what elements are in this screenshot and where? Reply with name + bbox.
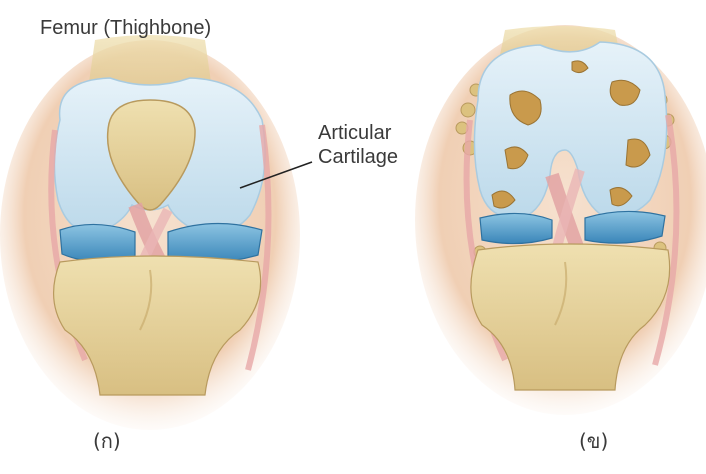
arthritic-knee-illustration [415,25,706,415]
femur-label: Femur (Thighbone) [40,17,211,40]
healthy-knee-illustration [0,35,312,430]
cartilage-label-line1: Articular [318,121,391,145]
caption-arthritic: (ข) [579,425,608,457]
caption-healthy: (ก) [93,425,121,457]
cartilage-label-line2: Cartilage [318,145,398,169]
